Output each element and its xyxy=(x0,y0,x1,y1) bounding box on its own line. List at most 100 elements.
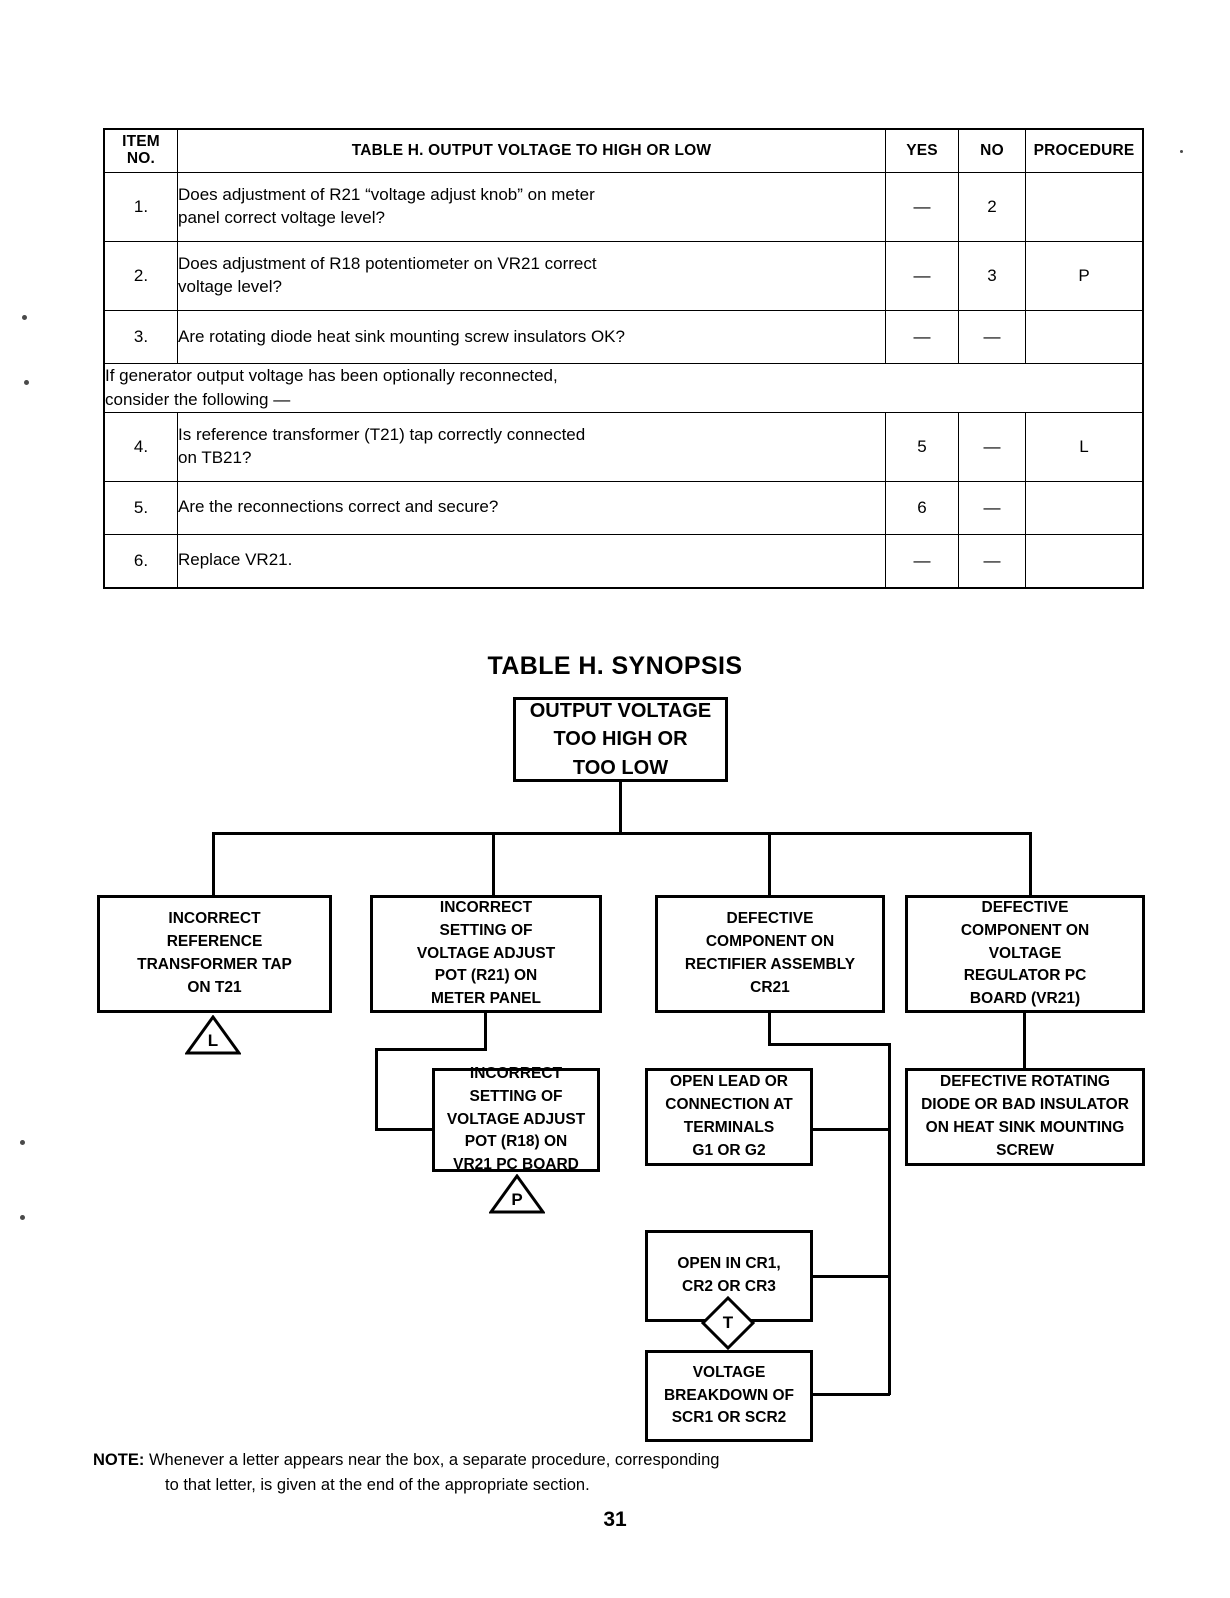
flow-node-incorrect-setting-pot-r21: INCORRECT SETTING OF VOLTAGE ADJUST POT … xyxy=(370,895,602,1013)
sub1-line1: OPEN LEAD OR xyxy=(670,1073,788,1091)
flow-node-defective-component-vr21: DEFECTIVE COMPONENT ON VOLTAGE REGULATOR… xyxy=(905,895,1145,1013)
flow-node-defective-rotating-diode: DEFECTIVE ROTATING DIODE OR BAD INSULATO… xyxy=(905,1068,1145,1166)
connector-r18-vertical xyxy=(375,1048,378,1131)
cell-procedure: L xyxy=(1025,411,1144,482)
cell-procedure: P xyxy=(1025,241,1144,311)
note-line1: Whenever a letter appears near the box, … xyxy=(148,1451,720,1469)
connector-cr1-to-bus xyxy=(811,1275,890,1278)
cell-yes: — xyxy=(885,533,959,589)
sub4-line2: BREAKDOWN OF xyxy=(663,1386,795,1404)
interstitial-line2: consider the following — xyxy=(105,389,291,409)
desc-line2: on TB21? xyxy=(178,447,252,467)
sub0-line3: VOLTAGE ADJUST xyxy=(446,1110,586,1128)
cell-description: Does adjustment of R18 potentiometer on … xyxy=(177,241,886,311)
desc-line1: Is reference transformer (T21) tap corre… xyxy=(178,424,586,444)
cell-procedure xyxy=(1025,533,1144,589)
connector-drop-3 xyxy=(768,832,771,897)
procedure-marker-p-label: P xyxy=(511,1190,523,1209)
connector-right-vertical-bus xyxy=(888,1043,891,1395)
cell-description: Are the reconnections correct and secure… xyxy=(177,480,886,535)
sub4-line1: VOLTAGE xyxy=(692,1363,766,1381)
sub4-line3: SCR1 OR SCR2 xyxy=(671,1409,787,1427)
sub2-line4: SCREW xyxy=(996,1141,1054,1159)
cell-yes: — xyxy=(885,241,959,311)
procedure-marker-t-label: T xyxy=(722,1313,734,1332)
flow-node-incorrect-reference-transformer-tap: INCORRECT REFERENCE TRANSFORMER TAP ON T… xyxy=(97,895,332,1013)
branch1-line3: VOLTAGE ADJUST xyxy=(416,944,556,962)
root-line3: TOO LOW xyxy=(572,756,669,779)
table-row: 5. Are the reconnections correct and sec… xyxy=(103,480,1144,535)
cell-item-no: 2. xyxy=(103,241,178,311)
desc-line2: panel correct voltage level? xyxy=(178,208,385,227)
scan-artifact xyxy=(20,1215,25,1220)
cell-no: 2 xyxy=(958,172,1026,242)
table-row: 3. Are rotating diode heat sink mounting… xyxy=(103,310,1144,364)
branch3-line1: DEFECTIVE xyxy=(981,898,1069,916)
cell-interstitial-note: If generator output voltage has been opt… xyxy=(103,363,1144,413)
desc-line1: Replace VR21. xyxy=(178,550,293,570)
cell-item-no: 3. xyxy=(103,310,178,364)
connector-drop-2 xyxy=(492,832,495,897)
connector-drop-4 xyxy=(1029,832,1032,897)
synopsis-title: TABLE H. SYNOPSIS xyxy=(487,652,743,680)
sub0-line1: INCORRECT xyxy=(469,1064,563,1082)
procedure-marker-t: T xyxy=(700,1295,756,1351)
table-row: 6. Replace VR21. — — xyxy=(103,533,1144,589)
sub2-line1: DEFECTIVE ROTATING xyxy=(940,1073,1110,1091)
root-line2: TOO HIGH OR xyxy=(553,728,688,751)
cell-item-no: 5. xyxy=(103,480,178,535)
column-header-procedure: PROCEDURE xyxy=(1025,128,1144,173)
branch1-line4: POT (R21) ON xyxy=(434,967,538,985)
cell-no: — xyxy=(958,411,1026,482)
cell-no: — xyxy=(958,480,1026,535)
branch3-line5: BOARD (VR21) xyxy=(969,990,1081,1008)
sub1-line3: TERMINALS xyxy=(683,1119,775,1136)
branch1-line2: SETTING OF xyxy=(439,921,533,939)
connector-r21-down xyxy=(484,1013,487,1051)
root-line1: OUTPUT VOLTAGE xyxy=(529,699,712,722)
sub3-line1: OPEN IN CR1, xyxy=(677,1255,781,1273)
connector-horizontal-bus xyxy=(212,832,1032,835)
branch0-line1: INCORRECT xyxy=(168,910,261,928)
cell-procedure xyxy=(1025,310,1144,364)
table-row: 4. Is reference transformer (T21) tap co… xyxy=(103,411,1144,482)
sub0-line5: VR21 PC BOARD xyxy=(453,1156,579,1174)
note-label: NOTE: xyxy=(93,1451,145,1469)
page-number: 31 xyxy=(603,1508,627,1531)
table-body: 1. Does adjustment of R21 “voltage adjus… xyxy=(103,172,1144,589)
note-block: NOTE: Whenever a letter appears near the… xyxy=(93,1448,853,1498)
scan-artifact xyxy=(24,380,29,385)
connector-scr-to-bus xyxy=(811,1393,890,1396)
procedure-marker-p: P xyxy=(489,1174,545,1214)
table-header: ITEM NO. TABLE H. OUTPUT VOLTAGE TO HIGH… xyxy=(103,128,1144,173)
sub0-line2: SETTING OF xyxy=(469,1087,563,1105)
desc-line1: Are the reconnections correct and secure… xyxy=(178,497,499,517)
branch2-line2: COMPONENT ON xyxy=(705,933,835,951)
connector-root-stem xyxy=(619,782,622,834)
sub3-line2: CR2 OR CR3 xyxy=(682,1278,776,1295)
branch0-line4: ON T21 xyxy=(187,978,242,996)
desc-line2: voltage level? xyxy=(178,277,282,296)
branch0-line2: REFERENCE xyxy=(166,933,263,951)
scan-artifact xyxy=(20,1140,25,1145)
scan-artifact xyxy=(22,315,27,320)
flow-node-incorrect-setting-pot-r18: INCORRECT SETTING OF VOLTAGE ADJUST POT … xyxy=(432,1065,600,1173)
connector-r18-into-box xyxy=(375,1128,437,1131)
procedure-marker-l: L xyxy=(185,1015,241,1055)
cell-description: Is reference transformer (T21) tap corre… xyxy=(177,411,886,482)
connector-cr21-down xyxy=(768,1013,771,1046)
connector-drop-1 xyxy=(212,832,215,897)
sub2-line2: DIODE OR BAD INSULATOR xyxy=(921,1096,1129,1114)
branch2-line1: DEFECTIVE xyxy=(726,910,814,928)
branch1-line1: INCORRECT xyxy=(439,898,533,916)
branch3-line4: REGULATOR PC xyxy=(963,967,1087,985)
desc-line1: Are rotating diode heat sink mounting sc… xyxy=(178,326,625,346)
connector-cr21-right xyxy=(768,1043,891,1046)
sub2-line3: ON HEAT SINK MOUNTING xyxy=(925,1119,1125,1136)
cell-description: Are rotating diode heat sink mounting sc… xyxy=(177,310,886,364)
flow-node-output-voltage-root: OUTPUT VOLTAGE TOO HIGH OR TOO LOW xyxy=(513,697,728,782)
table-interstitial-row: If generator output voltage has been opt… xyxy=(103,363,1144,413)
cell-item-no: 6. xyxy=(103,533,178,589)
